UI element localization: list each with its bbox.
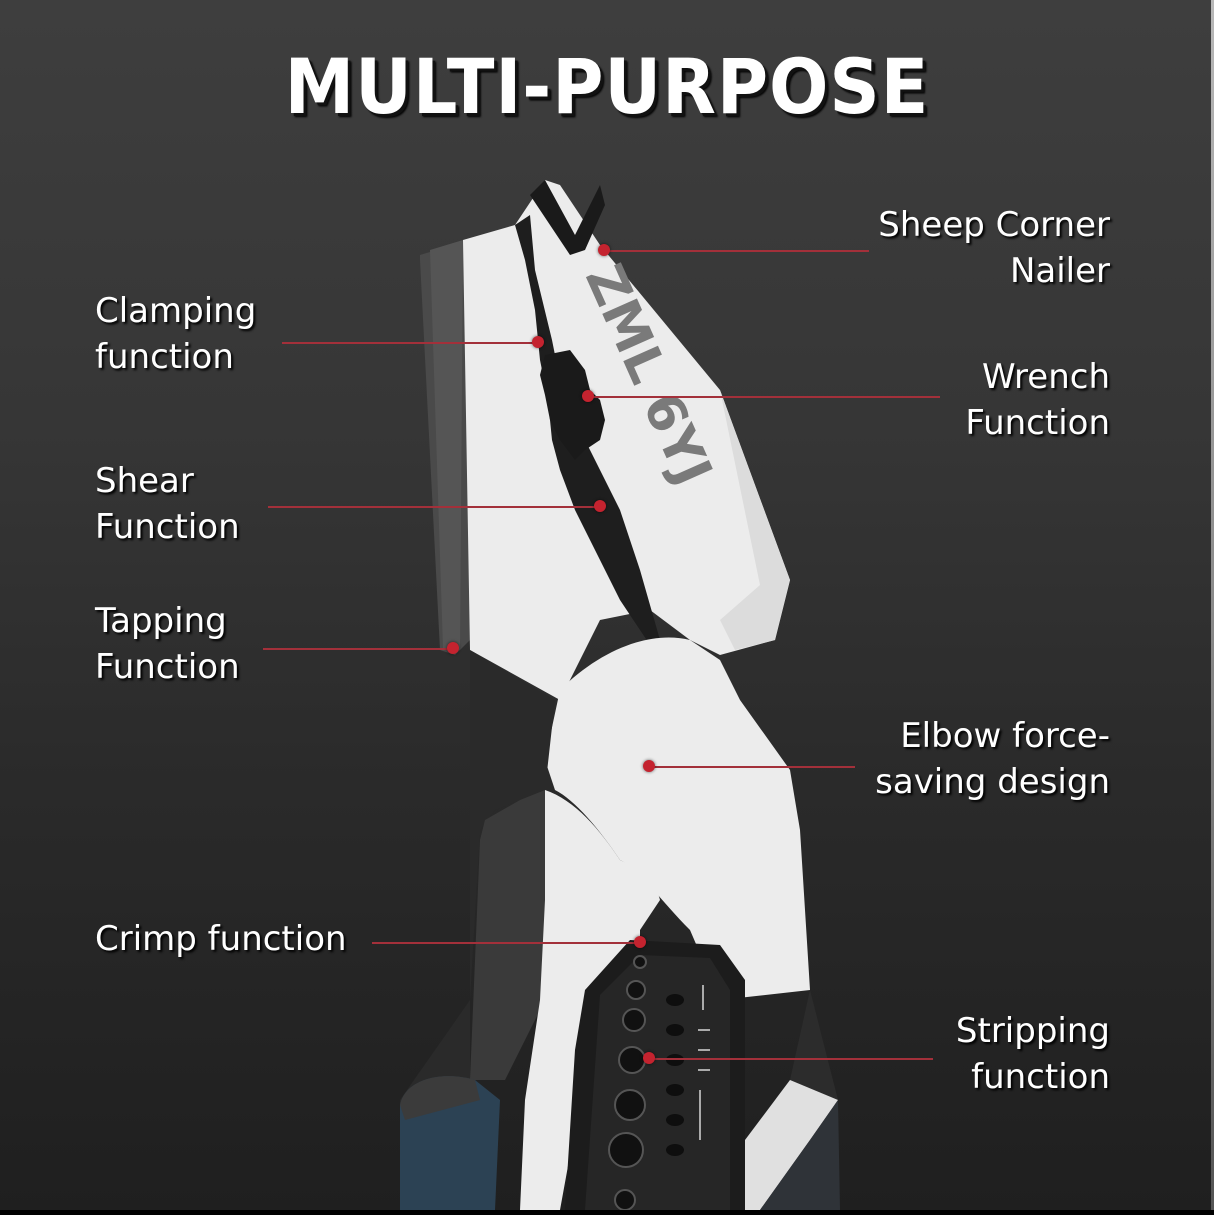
callout-wrench-function: Wrench Function: [965, 357, 1110, 443]
leader-line-elbow: [650, 766, 855, 768]
crimp-holes: [608, 955, 647, 1210]
marker-dot-elbow: [643, 760, 655, 772]
elbow-body: [545, 637, 810, 1000]
leader-line-crimp: [372, 942, 640, 944]
callout-stripping-function: Stripping function: [955, 1011, 1110, 1097]
stripping-slots: [666, 994, 684, 1156]
jaw-slot: [515, 215, 660, 645]
v-notch: [530, 180, 605, 255]
leader-line-clamping: [282, 342, 538, 344]
marker-dot-clamping: [532, 336, 544, 348]
image-right-edge: [1211, 0, 1214, 1210]
lower-arm: [520, 790, 660, 1210]
callout-elbow-design: Elbow force- saving design: [875, 716, 1110, 802]
leader-line-stripping: [650, 1058, 933, 1060]
marker-dot-stripping: [643, 1052, 655, 1064]
leader-line-sheep-corner: [604, 250, 869, 252]
leader-line-shear: [268, 506, 600, 508]
callout-sheep-corner-nailer: Sheep Corner Nailer: [878, 205, 1110, 291]
callout-shear-function: Shear Function: [95, 461, 240, 547]
marker-dot-tapping: [447, 642, 459, 654]
callout-tapping-function: Tapping Function: [95, 601, 240, 687]
marker-dot-crimp: [634, 936, 646, 948]
callout-clamping-function: Clamping function: [95, 291, 257, 377]
marker-dot-sheep-corner: [598, 244, 610, 256]
upper-jaw: [463, 180, 790, 700]
gauge-markings: [698, 985, 710, 1140]
page-title: MULTI-PURPOSE: [284, 42, 930, 131]
leader-line-wrench: [588, 396, 940, 398]
wrench-teeth: [540, 350, 605, 460]
callout-crimp-function: Crimp function: [95, 919, 347, 959]
leader-line-tapping: [263, 648, 453, 650]
marker-dot-wrench: [582, 390, 594, 402]
marker-dot-shear: [594, 500, 606, 512]
lower-arm-shadow: [400, 650, 555, 1210]
